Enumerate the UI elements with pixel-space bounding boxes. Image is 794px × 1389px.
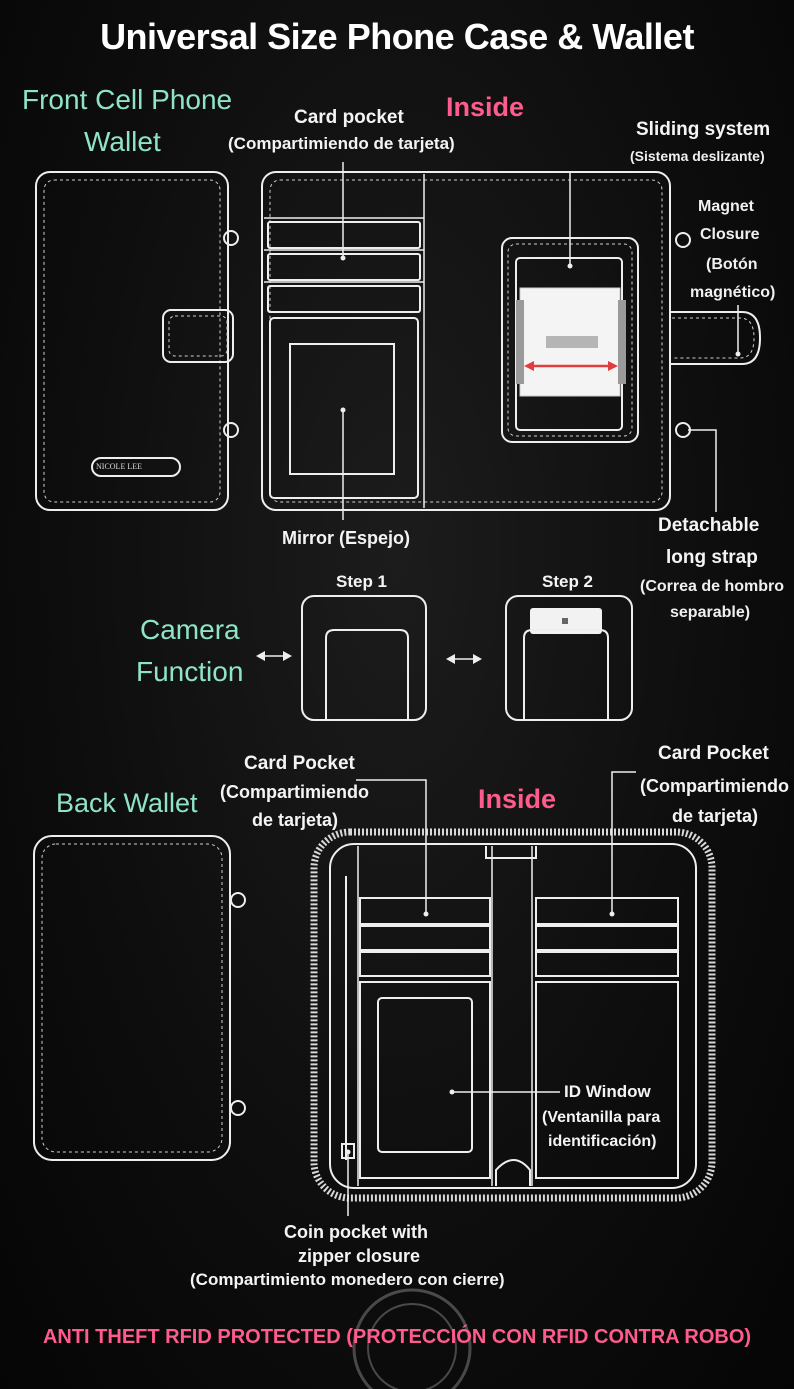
sliding-system-label: Sliding system xyxy=(636,119,771,140)
brand-plate-text: NICOLE LEE xyxy=(96,462,142,471)
back-wallet-open xyxy=(310,828,716,1202)
card-left-label-3: de tarjeta) xyxy=(252,810,339,830)
rfid-footer: ANTI THEFT RFID PROTECTED (PROTECCIÓN CO… xyxy=(42,1326,752,1348)
id-window-label-1: ID Window xyxy=(564,1082,651,1101)
sliding-system-es-label: (Sistema deslizante) xyxy=(630,148,765,164)
coin-pocket-label-1: Coin pocket with xyxy=(284,1222,428,1242)
strap-label-1: Detachable xyxy=(658,515,760,536)
card-left-label-2: (Compartimiendo xyxy=(220,782,370,802)
front-inside-label: Inside xyxy=(446,92,525,122)
card-pocket-es-label: (Compartimiendo de tarjeta) xyxy=(228,134,455,153)
magnet-label-2: Closure xyxy=(700,226,760,243)
card-pocket-label: Card pocket xyxy=(294,107,404,128)
id-window-label-2: (Ventanilla para xyxy=(542,1109,661,1126)
front-callouts xyxy=(342,162,739,520)
step2-label: Step 2 xyxy=(542,572,594,591)
strap-label-4: separable) xyxy=(670,604,751,621)
card-left-label-1: Card Pocket xyxy=(244,753,355,774)
strap-label-2: long strap xyxy=(666,547,758,568)
back-wallet-closed xyxy=(33,835,246,1161)
strap-label-3: (Correa de hombro xyxy=(640,578,785,595)
coin-pocket-label-3: (Compartimiento monedero con cierre) xyxy=(190,1270,505,1289)
back-wallet-label: Back Wallet xyxy=(56,788,198,818)
camera-label-2: Function xyxy=(136,656,244,687)
mirror-label: Mirror (Espejo) xyxy=(282,528,411,548)
id-window-label-3: identificación) xyxy=(548,1133,657,1150)
back-callouts xyxy=(347,771,636,1216)
page-title: Universal Size Phone Case & Wallet xyxy=(100,16,694,57)
camera-steps xyxy=(256,595,633,721)
camera-label-1: Camera xyxy=(140,614,240,645)
front-wallet-label-2: Wallet xyxy=(84,126,161,157)
magnet-label-4: magnético) xyxy=(690,284,776,301)
card-right-label-2: (Compartimiendo xyxy=(640,776,790,796)
card-right-label-3: de tarjeta) xyxy=(672,806,759,826)
coin-pocket-label-2: zipper closure xyxy=(298,1246,421,1266)
back-inside-label: Inside xyxy=(478,784,557,814)
front-wallet-label-1: Front Cell Phone xyxy=(22,84,233,115)
stamp-watermark xyxy=(352,1288,472,1389)
magnet-label-1: Magnet xyxy=(698,198,754,215)
card-right-label-1: Card Pocket xyxy=(658,743,769,764)
step1-label: Step 1 xyxy=(336,572,388,591)
front-wallet-open xyxy=(261,171,762,511)
magnet-label-3: (Botón xyxy=(706,256,758,273)
front-wallet-closed xyxy=(35,171,239,511)
